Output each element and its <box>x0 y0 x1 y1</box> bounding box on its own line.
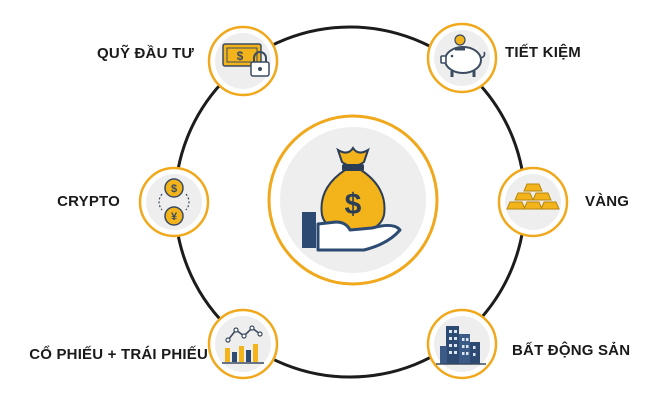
label-tiet-kiem: TIẾT KIỆM <box>505 44 581 61</box>
node-quy-dau-tu: $ <box>207 25 279 97</box>
node-tiet-kiem <box>426 22 498 94</box>
label-quy-dau-tu: QUỸ ĐẦU TƯ <box>97 45 194 62</box>
banknote-lock-icon: $ <box>222 43 270 77</box>
svg-text:$: $ <box>237 49 244 63</box>
label-co-phieu-trai-phieu: CỔ PHIẾU + TRÁI PHIẾU <box>29 346 208 363</box>
label-bat-dong-san: BẤT ĐỘNG SẢN <box>512 342 631 359</box>
stock-chart-icon <box>222 325 264 364</box>
crypto-coins-icon: $ ¥ <box>158 178 190 226</box>
node-bat-dong-san <box>426 308 498 380</box>
label-crypto: CRYPTO <box>57 193 120 210</box>
buildings-icon <box>436 326 486 365</box>
gold-bars-icon <box>506 183 560 210</box>
dollar-sign: $ <box>345 188 362 221</box>
label-vang: VÀNG <box>585 193 630 210</box>
node-co-phieu <box>207 308 279 380</box>
node-crypto: $ ¥ <box>138 166 210 238</box>
node-vang <box>497 166 569 238</box>
money-bag-hand-icon: $ <box>302 146 402 252</box>
piggy-bank-icon <box>440 34 486 77</box>
center-node: $ <box>267 114 439 286</box>
crypto-dollar: $ <box>171 183 177 195</box>
crypto-yen: ¥ <box>171 211 178 223</box>
